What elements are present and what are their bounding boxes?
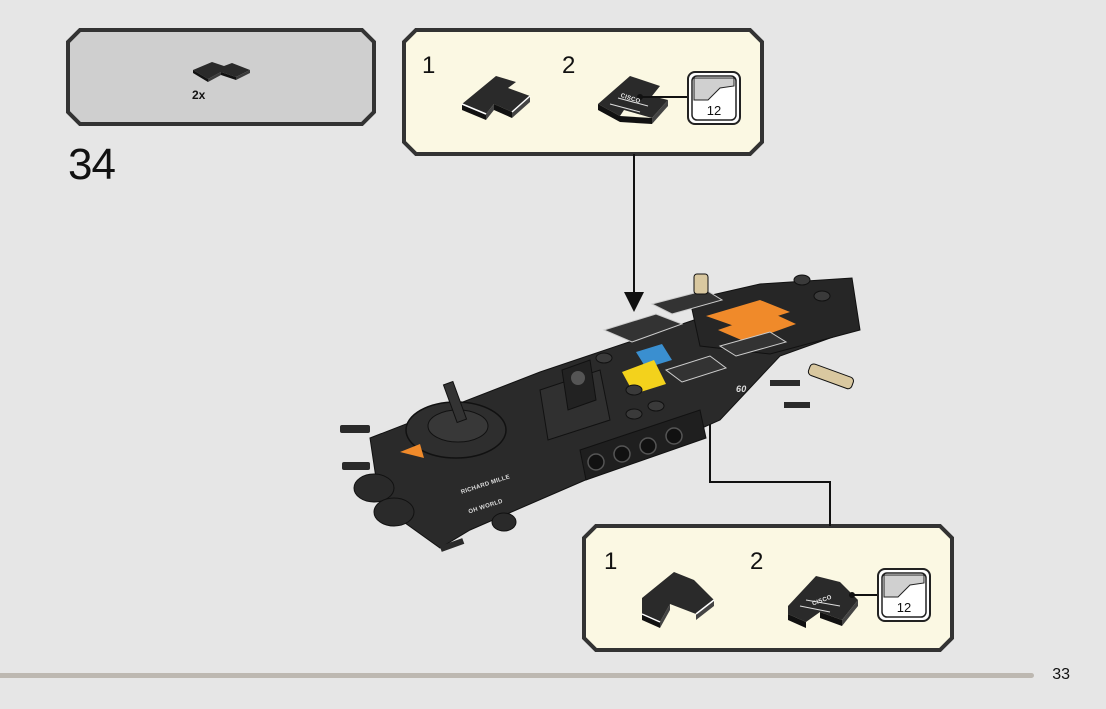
- callout-panel-top: [402, 28, 764, 156]
- callout-bottom-step2-tile: [788, 576, 878, 628]
- callout-panel-bottom: [582, 524, 954, 652]
- callout-bottom-step1-tile: [641, 572, 715, 628]
- step-number: 34: [68, 140, 116, 189]
- callout-bottom-step2-number: 2: [750, 548, 764, 575]
- callout-top-sticker-number: 12: [706, 103, 722, 118]
- page-rule: [0, 673, 1034, 678]
- callout-top-step2-number: 2: [562, 52, 576, 79]
- parts-list-panel: [66, 28, 376, 126]
- sticker-sheet-bottom: [877, 568, 931, 622]
- l-shaped-tile-icon: [193, 62, 250, 82]
- callout-bottom-sticker-number: 12: [896, 600, 912, 615]
- callout-top-step1-number: 1: [422, 52, 436, 79]
- model-sticker-number: 60: [736, 384, 747, 394]
- parts-quantity-label: 2x: [192, 88, 206, 102]
- callout-top-step1-tile: [461, 76, 531, 120]
- race-car-chassis-model: [340, 273, 861, 552]
- callout-bottom-step1-number: 1: [604, 548, 618, 575]
- callout-top-step2-tile: [598, 76, 688, 124]
- page-number: 33: [1052, 666, 1070, 683]
- pointer-arrow-top: [624, 154, 644, 312]
- sticker-sheet-top: [687, 71, 741, 125]
